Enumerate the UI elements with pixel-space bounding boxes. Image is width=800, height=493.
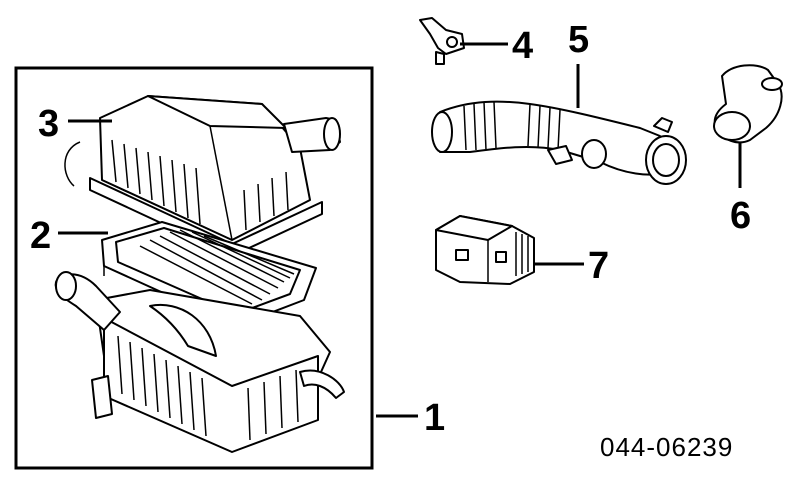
mass-air-flow-meter-icon — [435, 215, 535, 285]
part-number: 044-06239 — [600, 432, 733, 462]
air-filter-element-icon — [101, 221, 317, 336]
air-cleaner-cap-icon — [64, 95, 341, 257]
leader-lines — [58, 42, 742, 418]
intake-hose-icon — [431, 100, 687, 185]
callout-4: 4 — [512, 25, 533, 67]
callout-5: 5 — [568, 19, 589, 61]
callout-3: 3 — [38, 103, 59, 145]
callout-6: 6 — [730, 195, 751, 237]
callout-7: 7 — [588, 245, 609, 287]
air-cleaner-case-icon — [54, 271, 345, 453]
hose-elbow-icon — [713, 64, 783, 144]
assembly-frame — [14, 66, 374, 470]
callout-1: 1 — [424, 397, 445, 439]
intake-air-temp-sensor-icon — [419, 17, 465, 65]
callout-2: 2 — [30, 215, 51, 257]
